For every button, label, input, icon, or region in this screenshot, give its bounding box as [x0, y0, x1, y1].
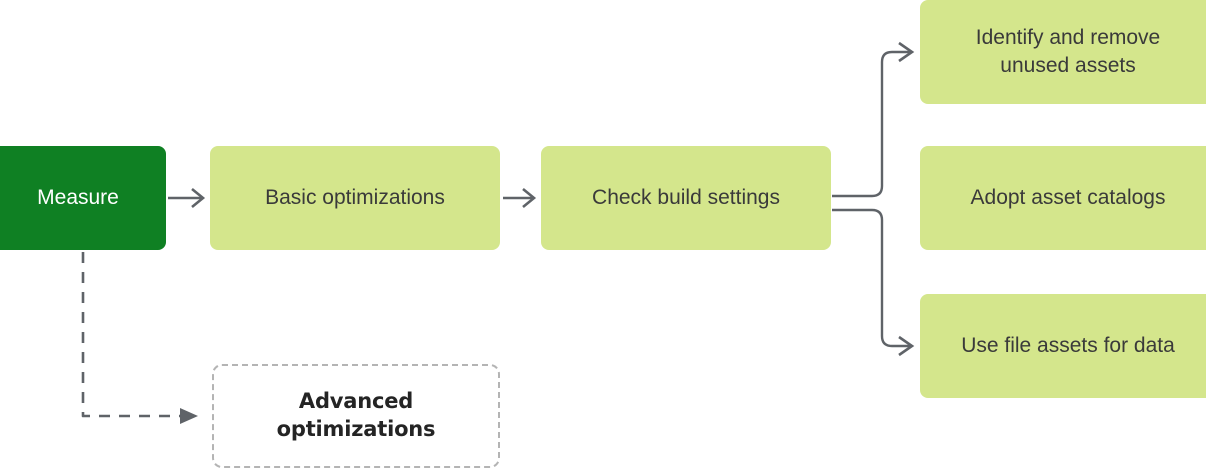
node-identify-remove-unused-assets[interactable]: Identify and remove unused assets	[920, 0, 1206, 104]
node-identify-remove-unused-assets-label: Identify and remove unused assets	[975, 26, 1161, 77]
edge-basic-optimizations-to-check-build-settings	[503, 187, 537, 209]
edge-check-build-settings-to-use-file-assets-for-data	[832, 208, 915, 357]
node-adopt-asset-catalogs[interactable]: Adopt asset catalogs	[920, 146, 1206, 250]
node-use-file-assets-for-data-label: Use file assets for data	[961, 334, 1175, 358]
node-adopt-asset-catalogs-label: Adopt asset catalogs	[970, 186, 1166, 210]
node-measure[interactable]: Measure	[0, 146, 166, 250]
node-check-build-settings-label: Check build settings	[592, 186, 780, 210]
node-use-file-assets-for-data[interactable]: Use file assets for data	[920, 294, 1206, 398]
edge-measure-to-advanced-optimizations	[81, 252, 198, 424]
node-advanced-optimizations-label: Advanced optimizations	[276, 389, 436, 441]
node-advanced-optimizations[interactable]: Advanced optimizations	[212, 364, 500, 468]
node-check-build-settings[interactable]: Check build settings	[541, 146, 831, 250]
edge-measure-to-basic-optimizations	[168, 187, 206, 209]
node-basic-optimizations[interactable]: Basic optimizations	[210, 146, 500, 250]
node-basic-optimizations-label: Basic optimizations	[265, 186, 445, 210]
node-measure-label: Measure	[37, 186, 119, 210]
edge-check-build-settings-to-identify-remove-unused-assets	[832, 41, 915, 198]
